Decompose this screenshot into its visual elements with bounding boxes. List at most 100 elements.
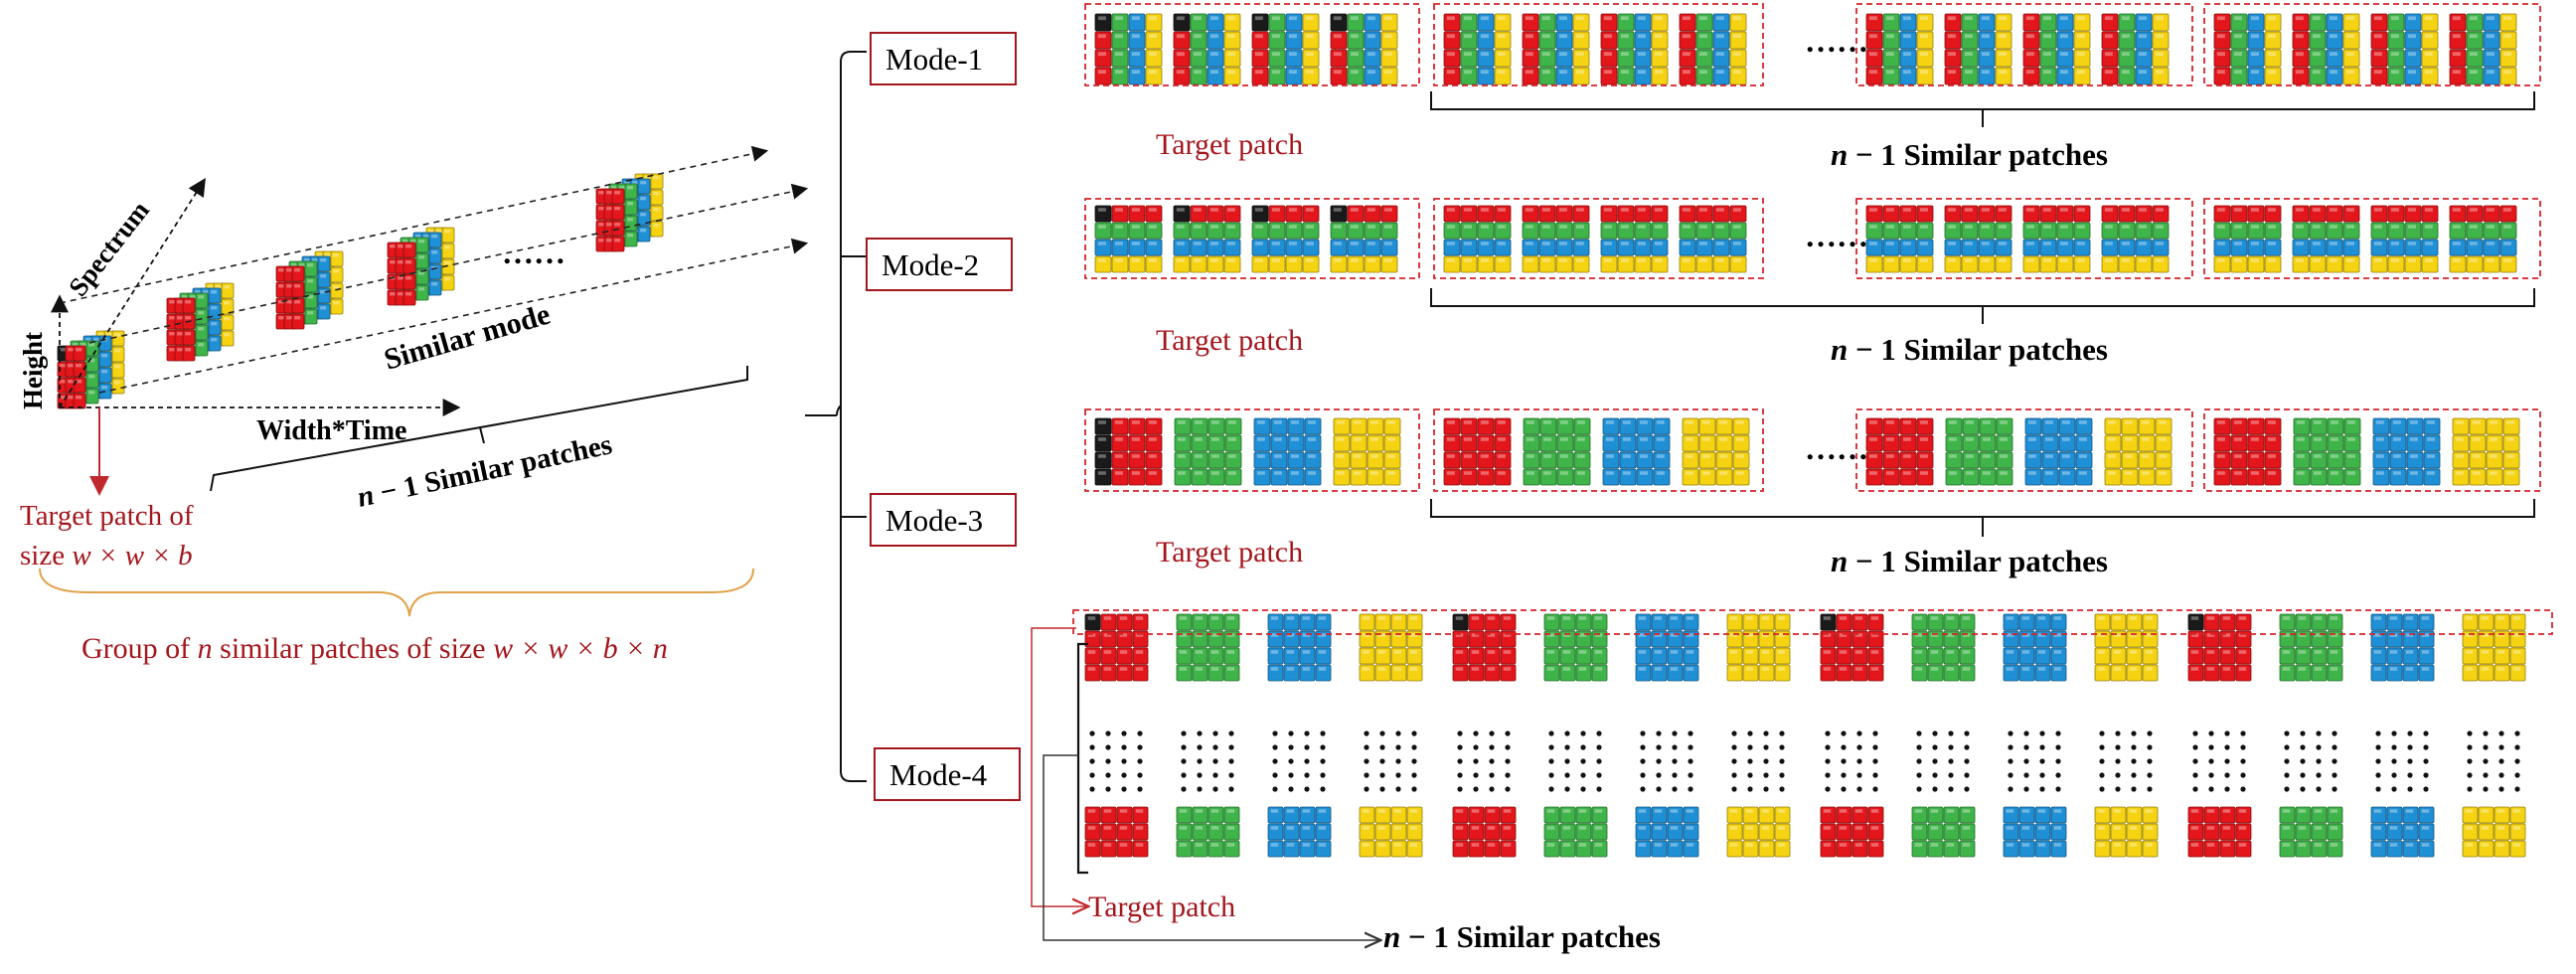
dot [1272, 786, 1278, 792]
cube [2034, 647, 2051, 665]
cube [1208, 647, 1224, 665]
cube [1865, 49, 1883, 68]
cube [330, 266, 344, 283]
dot [2208, 758, 2214, 764]
dot [2423, 744, 2429, 750]
cube [2104, 468, 2122, 486]
cube [2327, 451, 2344, 469]
cube [2058, 434, 2076, 452]
mode-1-box: Mode-1 [870, 32, 1017, 85]
cube [2213, 468, 2231, 486]
dot [1841, 730, 1847, 736]
dot [1596, 744, 1602, 750]
cube [1556, 468, 1574, 486]
spectrum-axis [59, 177, 206, 408]
cube [2327, 630, 2343, 648]
cube [1742, 840, 1759, 858]
cube [1084, 840, 1101, 858]
cube [1190, 67, 1208, 85]
cube [1667, 613, 1684, 631]
stripe [1380, 13, 1398, 85]
cube [1190, 31, 1208, 50]
dot [1688, 730, 1693, 736]
cube [1380, 49, 1398, 68]
cube [1683, 647, 1699, 665]
cube [650, 173, 664, 190]
cube [1208, 451, 1225, 469]
cube [2018, 613, 2035, 631]
cube [1651, 613, 1668, 631]
dot [2099, 772, 2105, 778]
cube [2094, 806, 2111, 824]
dot [1731, 730, 1737, 736]
dot [1825, 730, 1831, 736]
dot [2240, 758, 2246, 764]
dot [1212, 772, 1218, 778]
cube [1758, 664, 1775, 682]
cube [2022, 49, 2040, 68]
cube [1145, 205, 1163, 223]
cube [2292, 67, 2310, 85]
cube [1500, 806, 1517, 824]
dot [1137, 772, 1143, 778]
cube [2279, 630, 2296, 648]
cube [2502, 451, 2520, 469]
cube [2466, 255, 2484, 273]
dot [2284, 772, 2290, 778]
dot [1089, 772, 1095, 778]
cube [2101, 13, 2119, 32]
mode-1-similar-patch [1433, 3, 1764, 86]
cube [1538, 31, 1556, 50]
dot [2115, 786, 2121, 792]
cube [2003, 647, 2019, 665]
cube [1899, 31, 1917, 50]
cube [1729, 13, 1747, 32]
dot [1825, 772, 1831, 778]
cube [2126, 647, 2143, 665]
dot [1212, 758, 1218, 764]
cube [1774, 613, 1791, 631]
cube [1190, 13, 1208, 32]
dot [2055, 744, 2061, 750]
cube [1192, 806, 1208, 824]
cube [2327, 468, 2344, 486]
cube [2203, 823, 2220, 841]
cube [1927, 840, 1944, 858]
dot [2055, 772, 2061, 778]
cube [2279, 823, 2296, 841]
cube [1223, 31, 1241, 50]
cube [1390, 823, 1407, 841]
cube [1575, 630, 1592, 648]
cube [1174, 468, 1192, 486]
cube [2058, 468, 2076, 486]
cube [1959, 630, 1976, 648]
dot [1779, 772, 1785, 778]
dot [1304, 730, 1310, 736]
cube [1945, 451, 1963, 469]
stripe [1190, 13, 1208, 85]
stripe [1302, 13, 1320, 85]
cube [2126, 664, 2143, 682]
cube [2372, 451, 2390, 469]
cube [1315, 840, 1332, 858]
cube [1961, 205, 1979, 223]
dot [2332, 772, 2337, 778]
mode-1-similar-label: n − 1 Similar patches [1831, 137, 2108, 172]
cube [1285, 13, 1303, 32]
dot [1872, 772, 1878, 778]
cube [1667, 823, 1684, 841]
cube [1820, 840, 1837, 858]
cube [1253, 417, 1271, 435]
cube [1538, 255, 1556, 273]
stripe [1865, 13, 1883, 85]
dot [2224, 772, 2230, 778]
cube [1500, 647, 1517, 665]
cube [2342, 222, 2360, 240]
dot [2115, 744, 2121, 750]
cube [1302, 13, 1320, 32]
cube [2155, 451, 2173, 469]
dot [1395, 730, 1401, 736]
cube [1128, 49, 1146, 68]
cube [1715, 451, 1733, 469]
cube [1732, 434, 1750, 452]
